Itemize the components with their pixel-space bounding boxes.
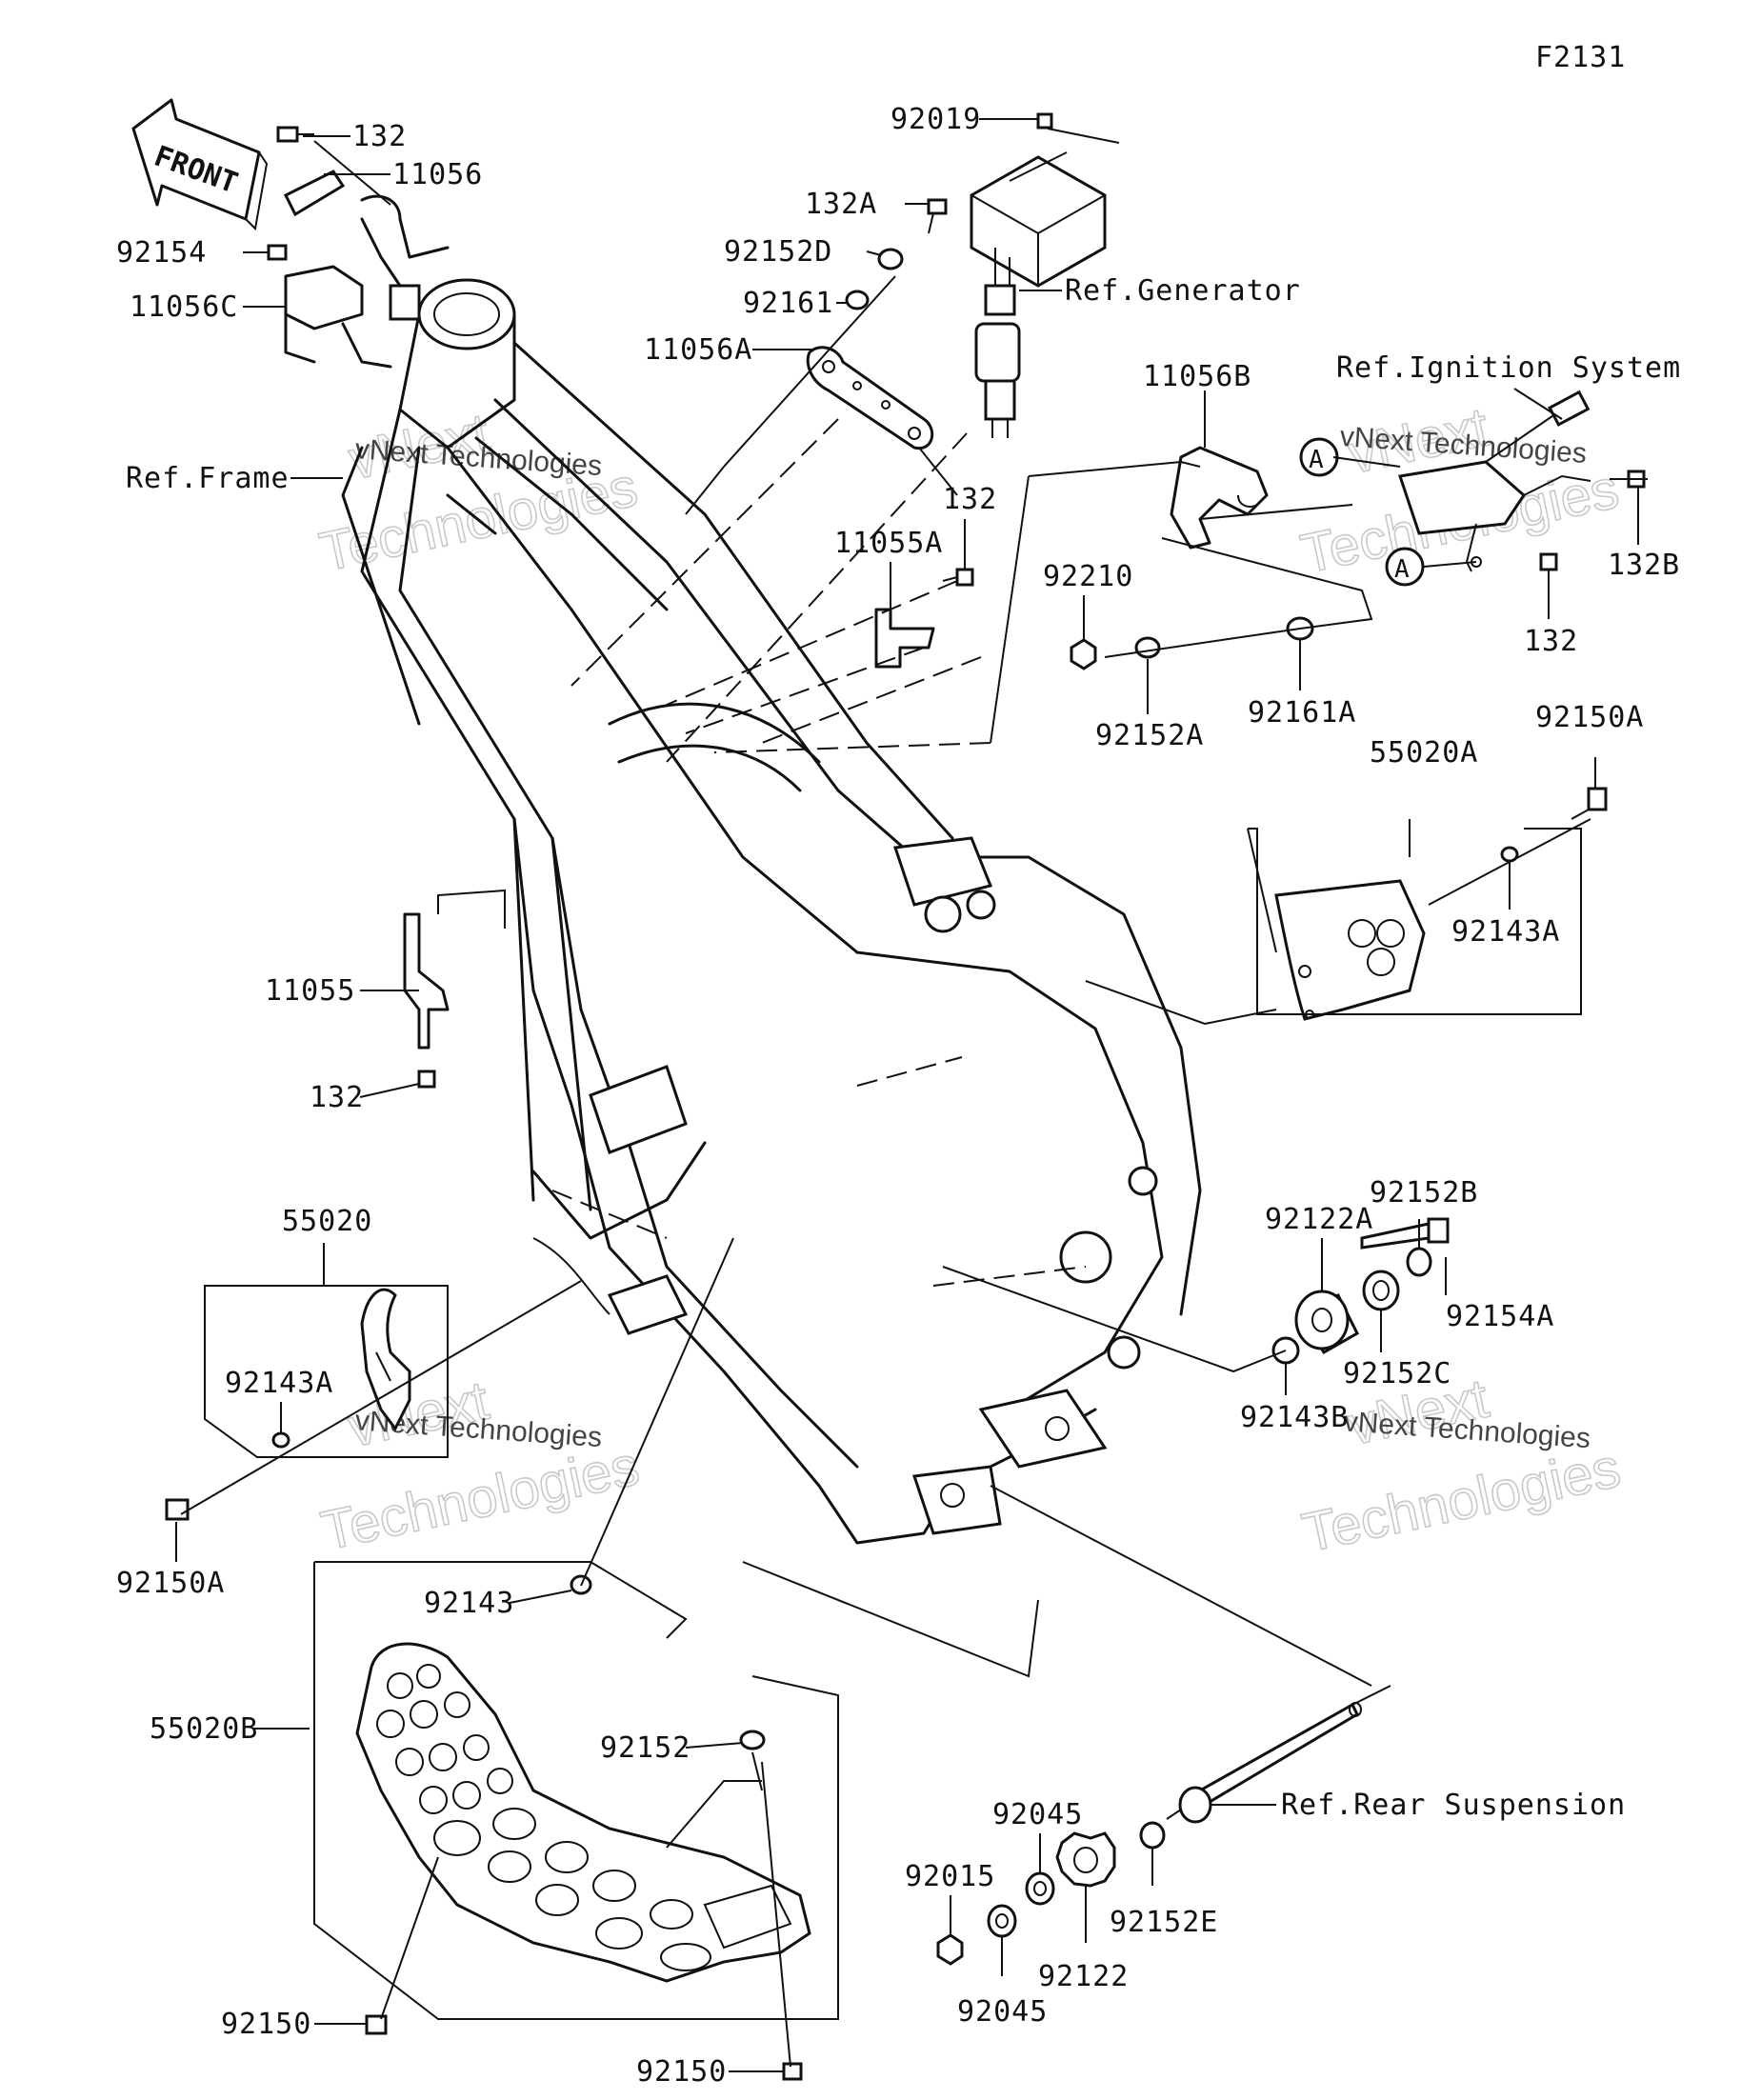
- label-92150-left: 92150: [221, 2008, 311, 2041]
- label-55020B: 55020B: [150, 1712, 258, 1746]
- bearing-92045-bottom-icon: [987, 1904, 1017, 1938]
- bolt-132-right-icon: [1539, 552, 1558, 571]
- guard-55020A: [1274, 879, 1426, 1021]
- bearing-92045-top-icon: [1025, 1871, 1055, 1906]
- label-92152B: 92152B: [1370, 1176, 1478, 1210]
- clip-92152-icon: [739, 1730, 766, 1750]
- label-11056: 11056: [392, 158, 483, 191]
- bracket-11056A: [806, 346, 934, 450]
- bracket-11055: [403, 912, 450, 1089]
- bolt-92150A-left-icon: [165, 1498, 190, 1521]
- label-132-mid: 132: [943, 483, 997, 516]
- nut-92015-icon: [936, 1933, 964, 1966]
- bolt-92150A-right-icon: [1571, 787, 1608, 820]
- bolt-92154A-icon: [1360, 1217, 1450, 1250]
- label-ref-generator: Ref.Generator: [1065, 274, 1301, 308]
- watermark-bottom-right: vNext Technologies vNext Technologies: [1296, 1367, 1626, 1565]
- callout-A-top: A: [1299, 437, 1339, 477]
- label-11055: 11055: [265, 974, 355, 1008]
- label-ref-rear-suspension: Ref.Rear Suspension: [1281, 1789, 1626, 1822]
- label-92143A-right: 92143A: [1451, 915, 1560, 949]
- label-92150A-left: 92150A: [116, 1567, 225, 1600]
- label-92152A: 92152A: [1095, 719, 1204, 752]
- label-ref-ignition: Ref.Ignition System: [1336, 351, 1681, 385]
- label-92161: 92161: [743, 287, 833, 320]
- svg-text:A: A: [1394, 555, 1410, 584]
- label-55020: 55020: [282, 1205, 372, 1238]
- label-132-right: 132: [1524, 625, 1578, 658]
- callout-A-bottom: A: [1385, 547, 1425, 587]
- label-ref-frame: Ref.Frame: [126, 462, 290, 495]
- watermark-bottom-left: vNext Technologies vNext Technologies: [315, 1369, 645, 1563]
- grommet-92161-icon: [845, 290, 870, 310]
- bracket-11056C: [284, 265, 421, 369]
- collar-92152D-icon: [877, 248, 904, 270]
- label-132B: 132B: [1608, 549, 1680, 582]
- label-11056A: 11056A: [644, 333, 752, 367]
- bracket-11056B: [1170, 446, 1269, 550]
- washer-92143A-left-icon: [271, 1431, 290, 1449]
- collar-92152C-icon: [1362, 1270, 1400, 1311]
- label-132-top: 132: [352, 120, 407, 153]
- label-92143A-left: 92143A: [225, 1367, 333, 1400]
- label-132A: 132A: [805, 188, 877, 221]
- regulator-unit: [970, 112, 1107, 438]
- label-92152E: 92152E: [1110, 1906, 1218, 1939]
- bracket-11055A: [874, 568, 974, 669]
- bolt-132-top-icon: [276, 126, 314, 143]
- label-92150A-right: 92150A: [1535, 701, 1644, 734]
- label-92015: 92015: [905, 1860, 995, 1893]
- ignition-coil: [1398, 390, 1591, 572]
- skid-plate-55020B: [355, 1642, 811, 1983]
- label-11056C: 11056C: [130, 290, 238, 324]
- nut-92019-icon: [1036, 112, 1053, 130]
- label-92152C: 92152C: [1343, 1357, 1451, 1390]
- label-92122: 92122: [1038, 1960, 1129, 1993]
- collar-92152E-icon: [1139, 1821, 1166, 1850]
- collar-92152A-icon: [1134, 636, 1161, 659]
- collar-92152B-icon: [1406, 1247, 1432, 1277]
- motorcycle-frame: [341, 278, 1202, 1545]
- label-92154: 92154: [116, 236, 207, 270]
- nut-92210-icon: [1070, 638, 1097, 670]
- label-92143B: 92143B: [1240, 1401, 1349, 1434]
- leader-lines: [175, 118, 1648, 2072]
- label-11056B: 11056B: [1143, 360, 1251, 393]
- label-11055A: 11055A: [834, 527, 943, 560]
- label-92143: 92143: [424, 1587, 514, 1620]
- bolt-92150-bottom-icon: [782, 2062, 803, 2081]
- bolt-132A-icon: [927, 198, 948, 234]
- label-92150-bottom: 92150: [636, 2055, 727, 2089]
- bolt-132-left-icon: [417, 1070, 436, 1089]
- label-92154A: 92154A: [1446, 1300, 1554, 1333]
- bolt-92154-icon: [267, 244, 288, 261]
- label-92161A: 92161A: [1248, 696, 1356, 730]
- label-132-left: 132: [310, 1081, 364, 1114]
- label-92210: 92210: [1043, 560, 1133, 593]
- label-92045-bottom: 92045: [957, 1995, 1048, 2029]
- sprocket-92122-icon: [1055, 1831, 1116, 1888]
- front-arrow-icon: FRONT: [131, 98, 269, 231]
- label-55020A: 55020A: [1370, 736, 1478, 770]
- label-92152D: 92152D: [724, 235, 832, 269]
- bolt-92150-left-icon: [365, 2014, 388, 2035]
- label-92045-top: 92045: [992, 1798, 1083, 1831]
- label-92152: 92152: [600, 1731, 690, 1765]
- bracket-11056: [283, 170, 450, 288]
- svg-text:A: A: [1309, 446, 1324, 474]
- label-92122A: 92122A: [1265, 1203, 1373, 1236]
- bolt-132-mid-icon: [955, 568, 974, 587]
- guard-55020: [360, 1288, 411, 1431]
- svg-text:Technologies: Technologies: [1297, 1436, 1626, 1564]
- bush-92122A-icon: [1294, 1290, 1359, 1355]
- diagram-code: F2131: [1535, 41, 1626, 74]
- part-labels: 132 11056 92154 11056C Ref.Frame 92019 1…: [116, 103, 1681, 2089]
- label-92019: 92019: [891, 103, 981, 136]
- front-arrow-label: FRONT: [150, 140, 242, 201]
